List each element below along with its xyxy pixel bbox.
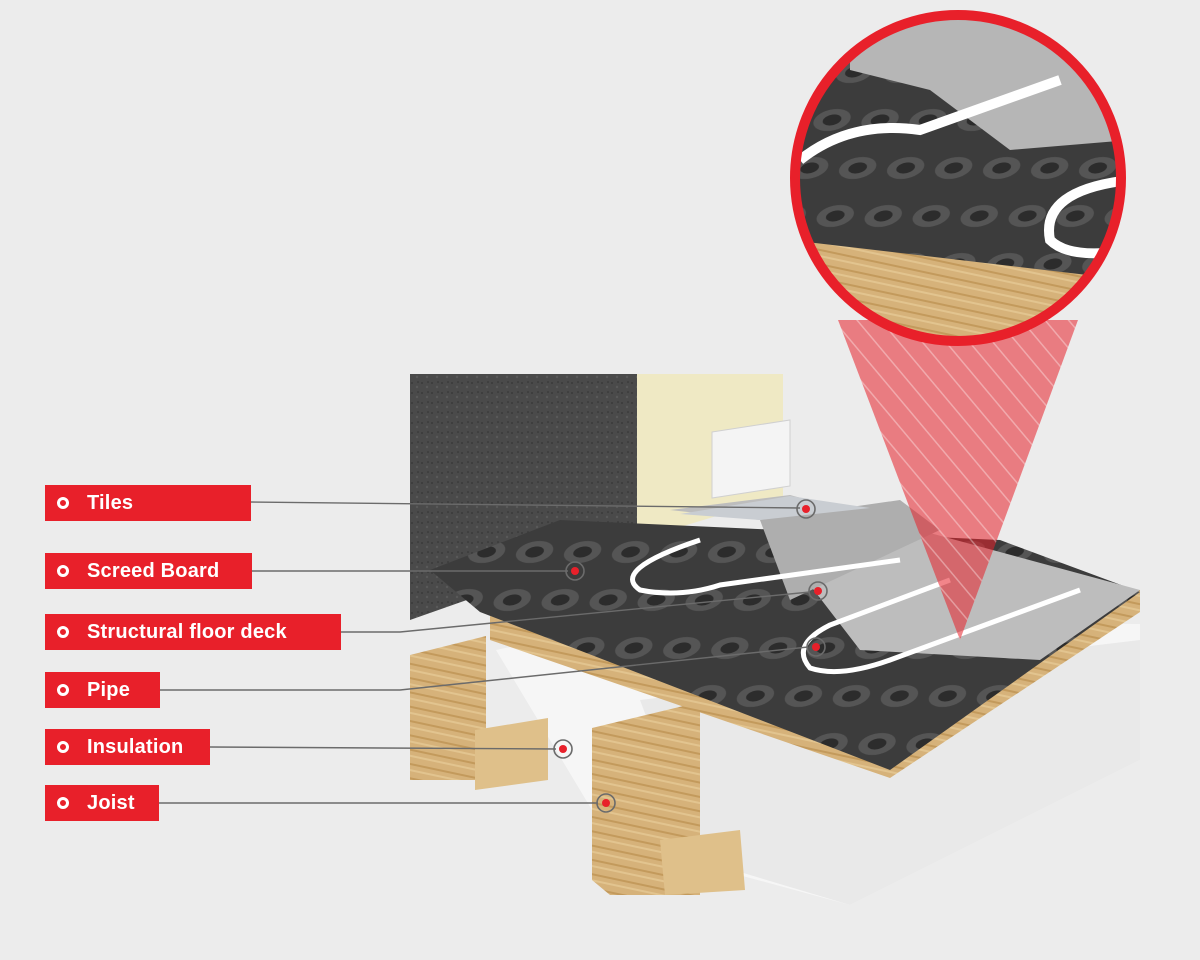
zoom-cone: [838, 320, 1078, 640]
zoom-detail: [795, 15, 1121, 341]
bullet-icon: [57, 565, 69, 577]
zoom-ring: [790, 10, 1126, 346]
bullet-icon: [57, 797, 69, 809]
label-insulation: Insulation: [45, 729, 210, 765]
bullet-icon: [57, 497, 69, 509]
pipe-loop-right: [800, 577, 1081, 675]
label-text: Insulation: [87, 735, 184, 758]
plaster-wall: [637, 374, 783, 540]
noggin-left: [475, 718, 548, 790]
label-text: Pipe: [87, 678, 131, 701]
label-structural-floor-deck: Structural floor deck: [45, 614, 341, 650]
label-screed-board: Screed Board: [45, 553, 252, 589]
noggin-front: [660, 830, 745, 895]
label-joist: Joist: [45, 785, 159, 821]
leader-lines: [158, 501, 811, 804]
bullet-icon: [57, 626, 69, 638]
label-text: Joist: [87, 791, 135, 814]
skirting-board: [711, 419, 791, 499]
bullet-icon: [57, 684, 69, 696]
callout-markers: [553, 499, 828, 813]
label-text: Structural floor deck: [87, 620, 287, 643]
label-text: Tiles: [87, 491, 134, 514]
bullet-icon: [57, 741, 69, 753]
label-tiles: Tiles: [45, 485, 251, 521]
label-pipe: Pipe: [45, 672, 160, 708]
joist-left: [410, 636, 486, 780]
pipe-loop-left: [630, 537, 901, 596]
label-text: Screed Board: [87, 559, 220, 582]
